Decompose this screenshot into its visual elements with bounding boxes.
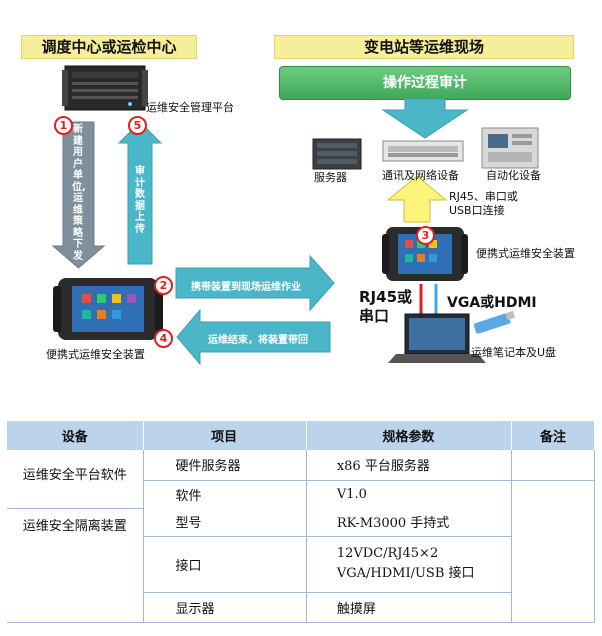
right-arrow-text: 携带装置到现场运维作业 [191, 282, 301, 293]
left-section-header: 调度中心或运检中心 [21, 35, 197, 59]
diagram-canvas [51, 65, 539, 366]
table-row: 显示器 触摸屏 [7, 592, 595, 623]
connect-up-arrow [386, 175, 448, 223]
row-spec: x86 平台服务器 [306, 450, 513, 481]
row-remark [511, 450, 595, 481]
step-5-marker: 5 [128, 116, 147, 135]
down-arrow [51, 121, 106, 269]
step-1-marker: 1 [54, 116, 73, 135]
platform-label: 运维安全管理平台 [146, 101, 234, 114]
network-label: 通讯及网络设备 [382, 169, 459, 182]
network-device-image [382, 140, 464, 162]
header-item: 项目 [143, 421, 307, 450]
table-row: 接口 12VDC/RJ45×2 VGA/HDMI/USB 接口 [7, 536, 595, 593]
vga-label: VGA或HDMI [447, 295, 537, 311]
header-remark: 备注 [511, 421, 595, 450]
left-arrow-text: 运维结束，将装置带回 [208, 335, 308, 346]
automation-device-image [481, 127, 539, 169]
audit-down-arrow [381, 98, 469, 139]
rj45-label: RJ45或 串口 [359, 288, 413, 325]
device-right-label: 便携式运维安全装置 [476, 247, 575, 260]
row-spec: RK-M3000 手持式 [306, 508, 513, 537]
device-left-label: 便携式运维安全装置 [46, 348, 145, 361]
down-arrow-text: 新建用户单位,运维策略下发 [72, 124, 86, 262]
header-device: 设备 [7, 421, 144, 450]
row-item: 显示器 [143, 592, 307, 623]
up-arrow-text: 审计数据上传 [135, 166, 145, 235]
laptop-label: 运维笔记本及U盘 [471, 346, 557, 359]
table-row: 运维安全平台软件 硬件服务器 x86 平台服务器 [7, 450, 595, 509]
row-item: 接口 [143, 536, 307, 593]
left-arrow [176, 308, 331, 366]
step-2-marker: 2 [154, 276, 173, 295]
right-section-header: 变电站等运维现场 [274, 35, 574, 59]
row-spec: V1.0 [306, 480, 513, 508]
table-row: 运维安全隔离装置 型号 RK-M3000 手持式 [7, 508, 595, 623]
row-remark [511, 480, 595, 623]
audit-box: 操作过程审计 [279, 66, 571, 100]
group-platform-software: 运维安全平台软件 [7, 450, 144, 509]
row-item: 硬件服务器 [143, 450, 307, 481]
row-spec: 12VDC/RJ45×2 VGA/HDMI/USB 接口 [306, 536, 513, 593]
row-item: 型号 [143, 508, 307, 537]
group-isolation-device: 运维安全隔离装置 [7, 508, 144, 623]
spec-table: 设备 项目 规格参数 备注 运维安全平台软件 硬件服务器 x86 平台服务器 软… [7, 421, 595, 623]
server-label: 服务器 [314, 171, 347, 184]
automation-label: 自动化设备 [486, 169, 541, 182]
row-item: 软件 [143, 480, 307, 508]
audit-box-label: 操作过程审计 [383, 75, 467, 91]
laptop-image [388, 313, 486, 363]
platform-server-image [62, 65, 148, 111]
row-spec: 触摸屏 [306, 592, 513, 623]
step-4-marker: 4 [154, 329, 173, 348]
right-arrow [175, 254, 335, 312]
handheld-left-image [53, 278, 163, 340]
server-image [312, 138, 362, 170]
usb-stick-image [473, 310, 516, 334]
header-spec: 规格参数 [306, 421, 513, 450]
step-3-marker: 3 [416, 226, 435, 245]
handheld-right-image [382, 227, 468, 281]
table-row: 软件 V1.0 [7, 480, 595, 623]
connection-label: RJ45、串口或 USB口连接 [449, 190, 518, 217]
up-arrow [117, 121, 163, 265]
table-header-row: 设备 项目 规格参数 备注 [7, 421, 595, 450]
